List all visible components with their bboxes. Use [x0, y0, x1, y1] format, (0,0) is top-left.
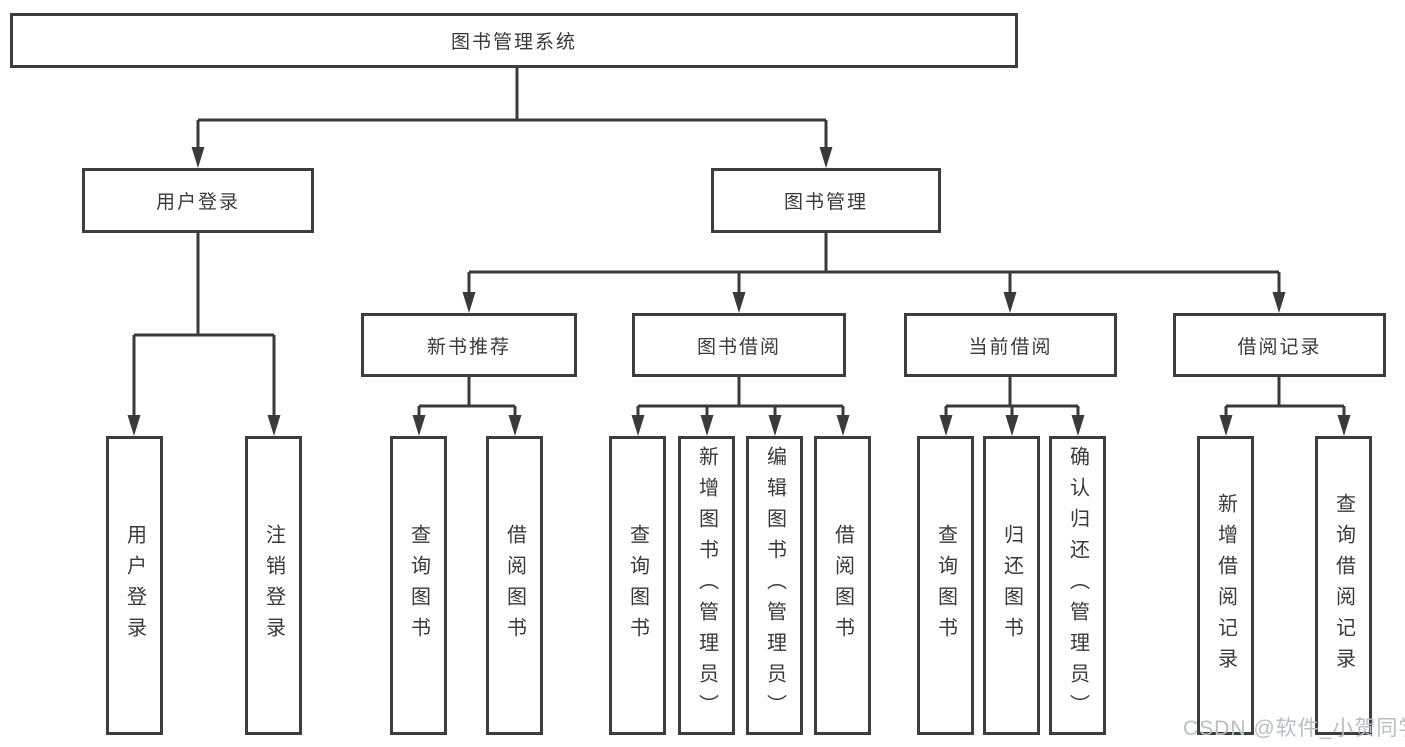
connector-current-borrow [944, 377, 1080, 418]
leaf-query-books-recommend: 查询图书 [390, 436, 447, 735]
connector-borrow-records [1224, 377, 1346, 418]
leaf-user-login: 用户登录 [106, 436, 163, 735]
connector-user-login [132, 233, 276, 418]
node-book-borrow: 图书借阅 [632, 313, 846, 377]
node-new-book-recommend: 新书推荐 [361, 313, 577, 377]
node-library-management-system: 图书管理系统 [10, 13, 1018, 68]
connector-new-book-recommend [417, 377, 517, 418]
node-current-borrow: 当前借阅 [904, 313, 1117, 377]
leaf-query-books-current: 查询图书 [917, 436, 974, 735]
connector-root [196, 68, 828, 150]
csdn-watermark: CSDN @软件_小贺同学 [1183, 717, 1405, 740]
leaf-query-borrow-record: 查询借阅记录 [1315, 436, 1372, 735]
leaf-confirm-return-admin: 确认归还（管理员） [1049, 436, 1106, 735]
leaf-borrow-books: 借阅图书 [814, 436, 871, 735]
leaf-return-books: 归还图书 [983, 436, 1040, 735]
node-user-login: 用户登录 [82, 168, 314, 233]
leaf-edit-books-admin: 编辑图书（管理员） [746, 436, 803, 735]
leaf-logout: 注销登录 [245, 436, 302, 735]
leaf-add-books-admin: 新增图书（管理员） [678, 436, 735, 735]
node-book-management: 图书管理 [711, 168, 941, 233]
leaf-add-borrow-record: 新增借阅记录 [1197, 436, 1254, 735]
leaf-query-books-borrow: 查询图书 [609, 436, 666, 735]
connector-book-management [467, 233, 1281, 295]
leaf-borrow-books-recommend: 借阅图书 [486, 436, 543, 735]
connector-book-borrow [636, 377, 845, 418]
node-borrow-records: 借阅记录 [1173, 313, 1386, 377]
